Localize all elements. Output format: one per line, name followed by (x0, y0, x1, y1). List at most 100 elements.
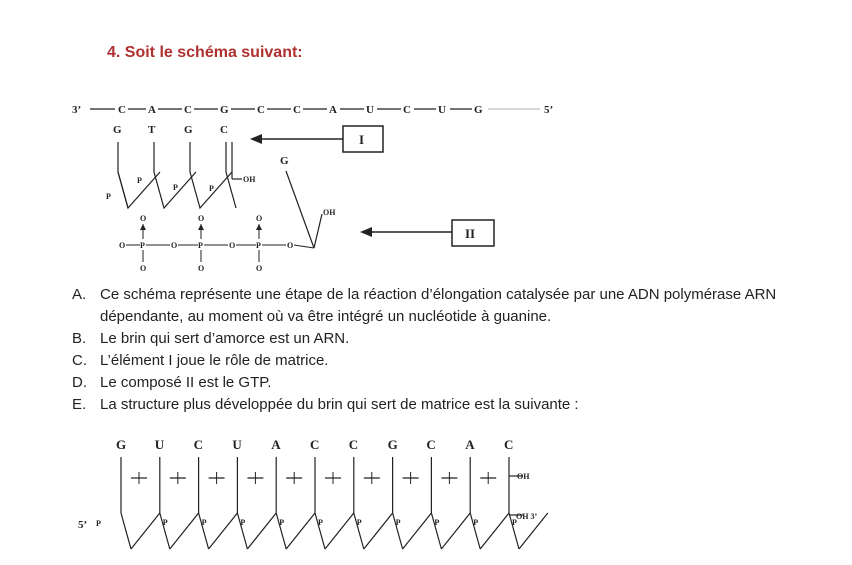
option-text: L’élément I joue le rôle de matrice. (100, 352, 329, 369)
backbone-line (324, 512, 355, 550)
phosphate-o: O (171, 241, 177, 250)
primer-base: C (220, 124, 228, 136)
primer-base: T (148, 124, 156, 136)
template-base: A (271, 437, 281, 452)
option-letter: D. (72, 374, 87, 391)
backbone-line (285, 512, 316, 550)
option-d[interactable]: D. Le composé II est le GTP. (72, 372, 832, 394)
template-base: U (232, 437, 242, 452)
phosphate-o: O (256, 214, 262, 223)
phosphate-o: O (287, 241, 293, 250)
incoming-base: G (280, 155, 289, 167)
backbone-line (246, 512, 277, 550)
backbone-line (402, 512, 432, 550)
phosphate-o: O (229, 241, 235, 250)
bottom-oh3: OH 3’ (516, 512, 537, 521)
sugar-line (508, 512, 520, 550)
template-base: G (220, 104, 229, 116)
sugar-line (430, 512, 442, 550)
template-right-end: 5’ (544, 104, 553, 116)
phosphate-label: P (512, 518, 517, 527)
template-base: G (388, 437, 398, 452)
template-base: C (349, 437, 358, 452)
template-base: C (184, 104, 192, 116)
template-base: A (329, 104, 337, 116)
option-letter: E. (72, 396, 87, 413)
backbone-line (363, 512, 394, 550)
template-base: U (366, 104, 374, 116)
backbone-line (518, 512, 549, 550)
phosphate-label: P (173, 183, 178, 192)
backbone-line (208, 512, 238, 550)
option-letter: A. (72, 286, 87, 303)
phosphate-label: P (106, 192, 111, 201)
option-b[interactable]: B. Le brin qui sert d’amorce est un ARN. (72, 328, 832, 350)
primer-base: G (113, 124, 122, 136)
option-c[interactable]: C. L’élément I joue le rôle de matrice. (72, 350, 832, 372)
option-text: Le composé II est le GTP. (100, 374, 272, 391)
phosphate-label: P (209, 184, 214, 193)
phosphate-label: P (96, 519, 101, 528)
option-text: Ce schéma représente une étape de la réa… (100, 286, 777, 325)
phosphate-label: P (434, 518, 439, 527)
phosphate-label: P (163, 518, 168, 527)
option-text: La structure plus développée du brin qui… (100, 396, 579, 413)
phosphate-label: P (279, 518, 284, 527)
template-base: G (474, 104, 483, 116)
template-base: U (155, 437, 165, 452)
template-base: G (116, 437, 126, 452)
sugar-line (353, 512, 365, 550)
template-base: C (504, 437, 513, 452)
template-base: C (310, 437, 319, 452)
bottom-oh: OH (517, 472, 530, 481)
sugar-line (392, 512, 404, 550)
backbone-line (130, 512, 161, 550)
template-base: C (403, 104, 411, 116)
option-letter: B. (72, 330, 87, 347)
phosphate-label: P (202, 518, 207, 527)
template-base: C (118, 104, 126, 116)
phosphate-label: P (396, 518, 401, 527)
backbone-line (169, 512, 200, 550)
template-base: C (194, 437, 203, 452)
phosphate-p: P (256, 241, 261, 250)
label-I: I (359, 132, 364, 147)
sugar-line (236, 512, 248, 550)
option-letter: C. (72, 352, 87, 369)
label-II: II (465, 226, 475, 241)
phosphate-label: P (357, 518, 362, 527)
sugar-line (120, 512, 132, 550)
option-e[interactable]: E. La structure plus développée du brin … (72, 394, 832, 416)
template-base: A (148, 104, 156, 116)
template-base: U (438, 104, 446, 116)
sugar-line (314, 512, 326, 550)
option-text: Le brin qui sert d’amorce est un ARN. (100, 330, 350, 347)
phosphate-p: P (198, 241, 203, 250)
backbone-line (479, 512, 510, 550)
template-base: A (465, 437, 475, 452)
sugar-line (159, 512, 171, 550)
question-title: 4. Soit le schéma suivant: (107, 44, 303, 61)
template-base: C (257, 104, 265, 116)
phosphate-label: P (473, 518, 478, 527)
phosphate-o: O (140, 264, 146, 273)
phosphate-label: P (318, 518, 323, 527)
template-base: C (426, 437, 435, 452)
sugar-line (275, 512, 287, 550)
phosphate-o: O (119, 241, 125, 250)
template-base: C (293, 104, 301, 116)
bottom-left-end: 5’ (78, 519, 87, 531)
sugar-line (198, 512, 210, 550)
phosphate-label: P (137, 176, 142, 185)
incoming-oh: OH (323, 208, 336, 217)
phosphate-label: P (240, 518, 245, 527)
phosphate-o: O (256, 264, 262, 273)
primer-oh: OH (243, 175, 256, 184)
phosphate-o: O (198, 214, 204, 223)
primer-base: G (184, 124, 193, 136)
options-list: A. Ce schéma représente une étape de la … (72, 284, 832, 416)
phosphate-o: O (140, 214, 146, 223)
option-a[interactable]: A. Ce schéma représente une étape de la … (72, 284, 832, 328)
